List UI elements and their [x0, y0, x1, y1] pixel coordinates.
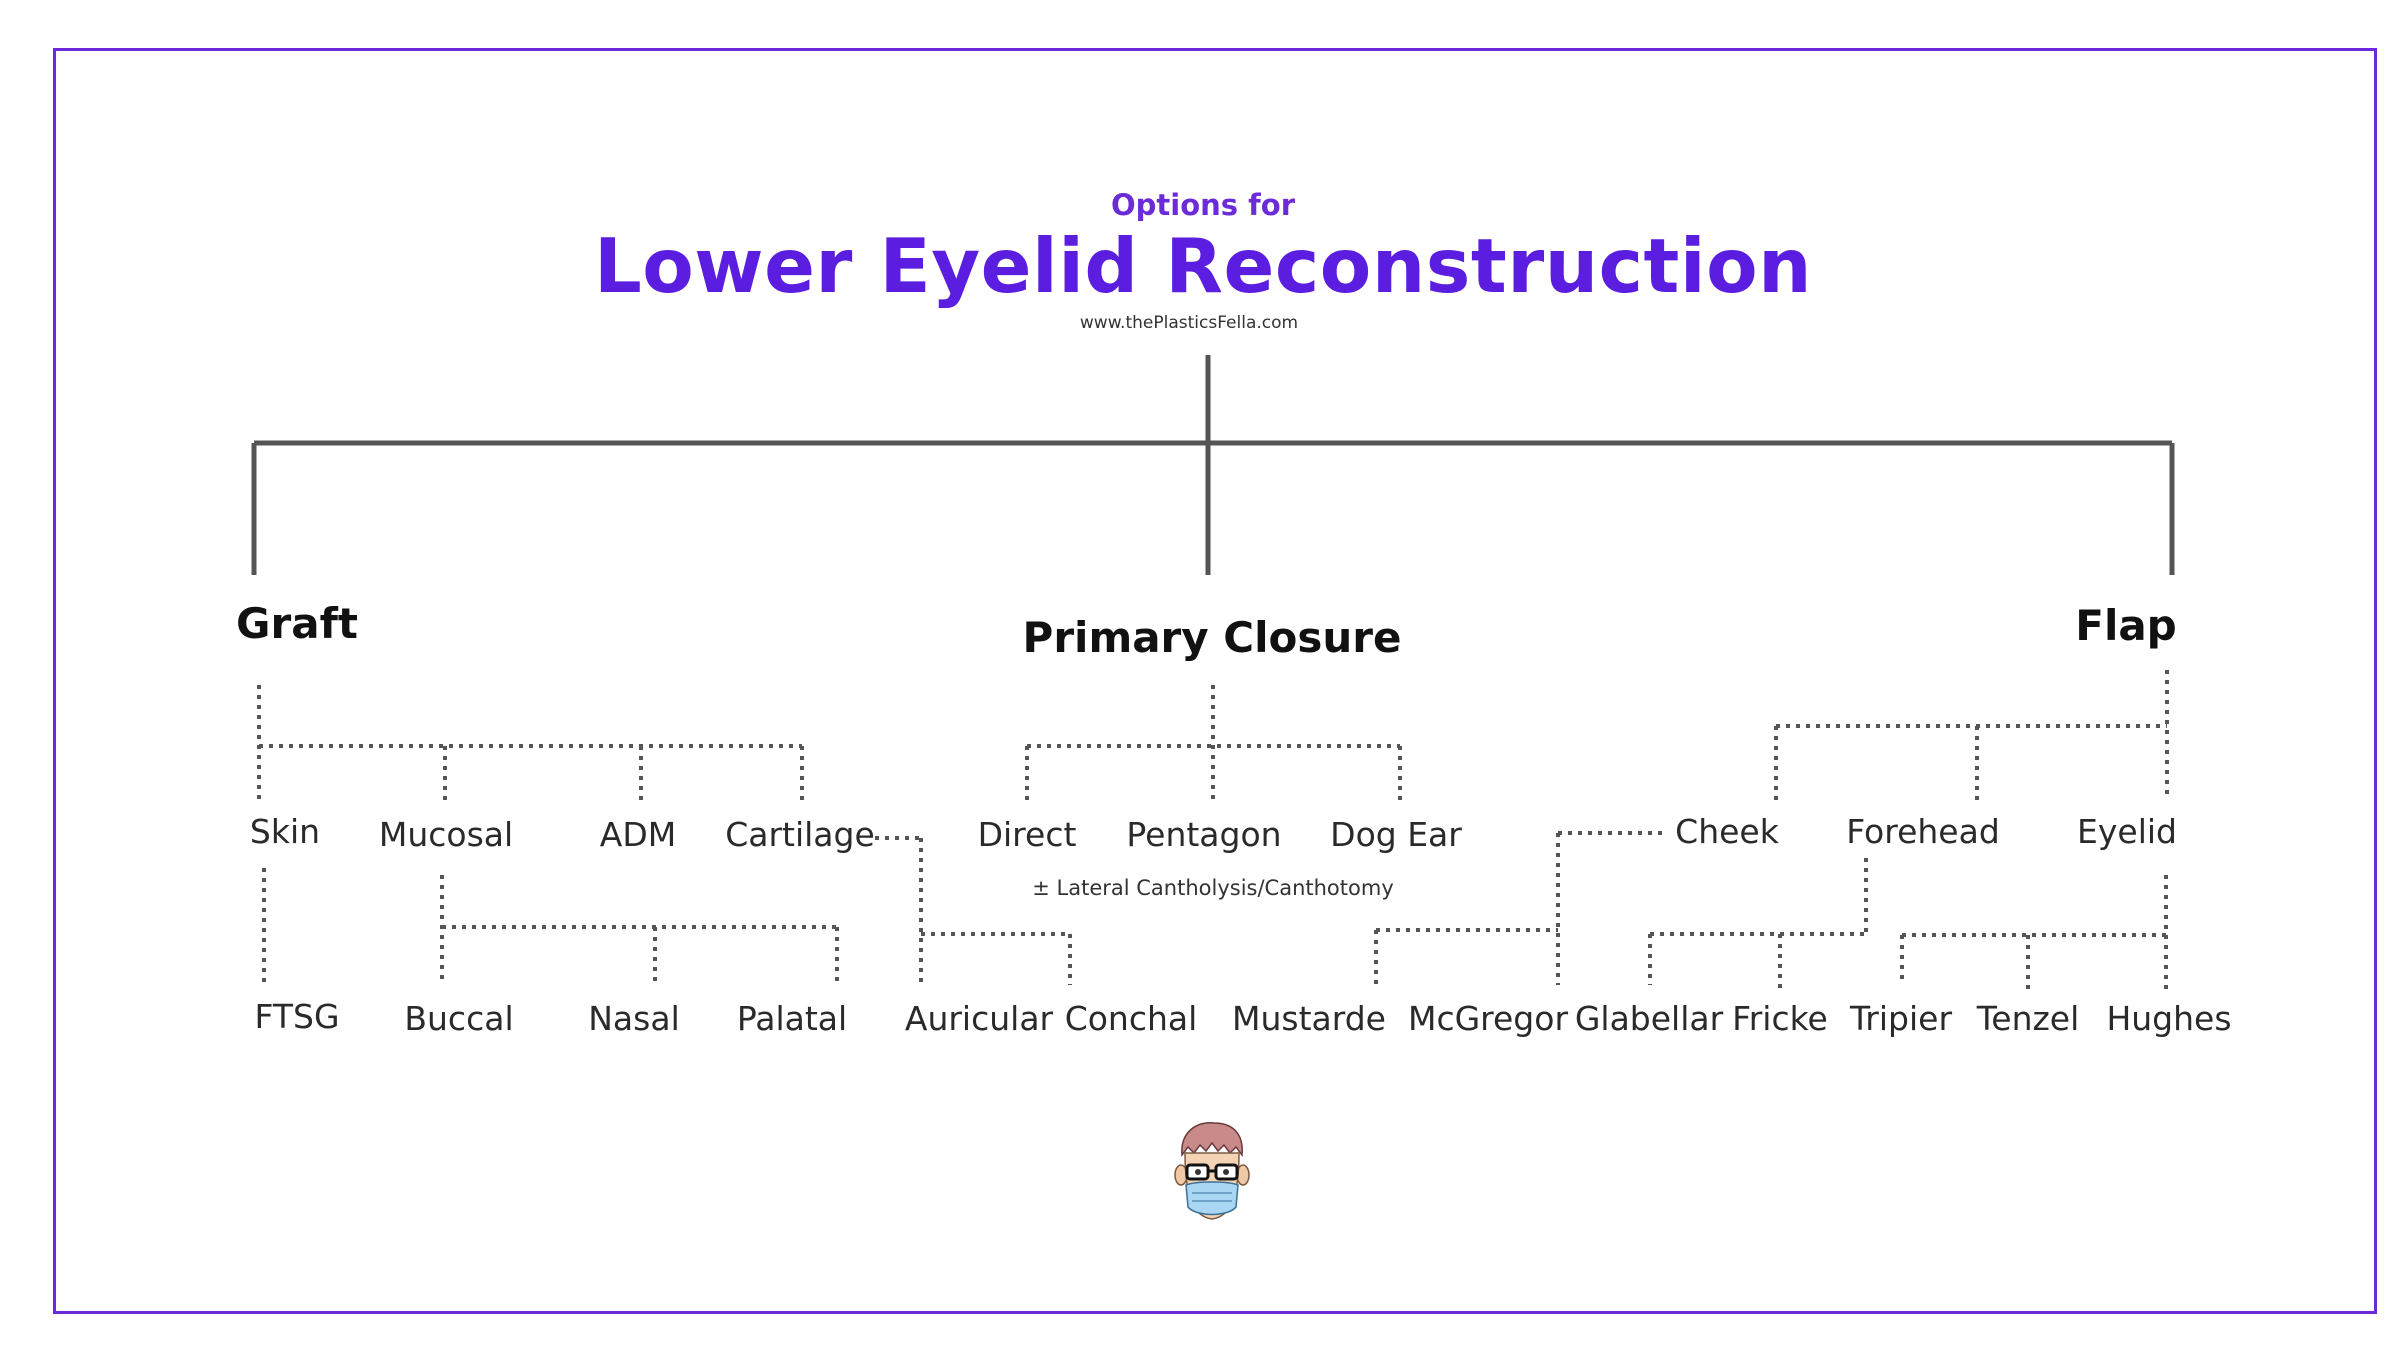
node-adm: ADM — [599, 815, 677, 854]
primary-closure-note: ± Lateral Cantholysis/Canthotomy — [1032, 876, 1394, 900]
node-skin: Skin — [249, 812, 321, 851]
node-direct: Direct — [977, 815, 1077, 854]
node-pentagon: Pentagon — [1126, 815, 1282, 854]
page-frame — [53, 48, 2377, 1314]
node-dog-ear: Dog Ear — [1330, 815, 1462, 854]
node-eyelid: Eyelid — [2077, 812, 2177, 851]
category-graft: Graft — [236, 599, 358, 648]
diagram-title: Lower Eyelid Reconstruction — [593, 222, 1813, 310]
node-tenzel: Tenzel — [1976, 999, 2080, 1038]
node-hughes: Hughes — [2106, 999, 2232, 1038]
node-cartilage: Cartilage — [725, 815, 875, 854]
node-buccal: Buccal — [404, 999, 514, 1038]
node-mustarde: Mustarde — [1232, 999, 1386, 1038]
node-ftsg: FTSG — [254, 997, 340, 1036]
node-conchal: Conchal — [1064, 999, 1198, 1038]
node-glabellar: Glabellar — [1574, 999, 1724, 1038]
node-fricke: Fricke — [1732, 999, 1828, 1038]
node-mcgregor: McGregor — [1407, 999, 1569, 1038]
website-url: www.thePlasticsFella.com — [1079, 313, 1299, 333]
sub-branches — [257, 670, 2169, 995]
node-palatal: Palatal — [736, 999, 848, 1038]
plastics-fella-avatar-icon — [1174, 1122, 1250, 1220]
category-primary-closure: Primary Closure — [1022, 613, 1402, 662]
diagram-subtitle: Options for — [1111, 188, 1295, 222]
node-nasal: Nasal — [588, 999, 680, 1038]
node-tripier: Tripier — [1849, 999, 1953, 1038]
node-forehead: Forehead — [1846, 812, 2000, 851]
node-auricular: Auricular — [904, 999, 1054, 1038]
node-cheek: Cheek — [1675, 812, 1779, 851]
category-flap: Flap — [2075, 601, 2177, 650]
node-mucosal: Mucosal — [378, 815, 514, 854]
main-branches — [251, 355, 2175, 575]
